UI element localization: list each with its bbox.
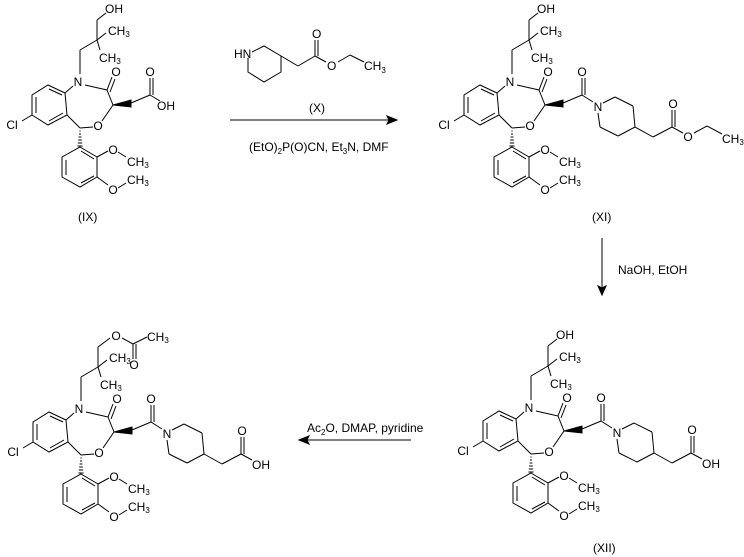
atom-label: Cl	[438, 118, 449, 132]
atom-label: O	[146, 392, 155, 406]
methyl-label: CH3	[722, 132, 744, 147]
atom-label: O	[108, 143, 117, 157]
atom-label: O	[94, 446, 103, 460]
atom-label: CH3	[364, 59, 386, 75]
atom-label: O	[237, 424, 246, 438]
atom-label: O	[540, 183, 549, 197]
atom-label: Cl	[457, 444, 468, 458]
compound-label-xii: (XII)	[593, 541, 616, 555]
atom-label: O	[109, 510, 118, 524]
atom-label: O	[668, 97, 677, 111]
methyl-label: CH3	[578, 481, 600, 496]
atom-label: O	[687, 423, 696, 437]
methyl-label: CH3	[127, 173, 149, 188]
atom-label: O	[683, 130, 692, 144]
methyl-label: CH3	[99, 51, 121, 66]
atom-label: Cl	[7, 445, 18, 459]
atom-label: O	[544, 445, 553, 459]
reaction-2-conditions: NaOH, EtOH	[618, 263, 687, 277]
methyl-label: CH3	[109, 351, 131, 366]
methyl-label: CH3	[559, 350, 581, 365]
methyl-label: CH3	[559, 155, 581, 170]
atom-label: O	[577, 65, 586, 79]
atom-label: N	[506, 75, 515, 89]
methyl-label: CH3	[550, 377, 572, 392]
atom-label: N	[525, 401, 534, 415]
compound-label-ix: (IX)	[78, 210, 97, 224]
atom-label: N	[74, 75, 83, 89]
methyl-label: CH3	[127, 155, 149, 170]
atom-label: O	[111, 329, 120, 343]
atom-label: O	[559, 509, 568, 523]
atom-label: O	[562, 391, 571, 405]
methyl-label: CH3	[540, 24, 562, 39]
methyl-label: CH3	[559, 173, 581, 188]
atom-label: O	[112, 392, 121, 406]
atom-label: HN	[234, 47, 251, 61]
methyl-label: CH3	[578, 499, 600, 514]
atom-label: OH	[252, 458, 270, 472]
methyl-label: CH3	[128, 482, 150, 497]
atom-label: O	[108, 183, 117, 197]
compound-label-xi: (XI)	[592, 210, 611, 224]
atom-label: N	[594, 100, 603, 114]
atom-label: OH	[157, 99, 175, 113]
methyl-label: CH3	[108, 24, 130, 39]
atom-label: N	[163, 427, 172, 441]
atom-label: OH	[702, 457, 720, 471]
compound-label-x: (X)	[309, 101, 325, 115]
atom-label: O	[145, 65, 154, 79]
reaction-arrow-1	[230, 115, 399, 125]
reaction-1-conditions: (EtO)2P(O)CN, Et3N, DMF	[249, 140, 389, 156]
atom-label: O	[559, 469, 568, 483]
methyl-label: CH3	[128, 500, 150, 515]
atom-label: O	[543, 65, 552, 79]
atom-label: OH	[537, 2, 555, 16]
atom-label: N	[613, 426, 622, 440]
reagent-x-structure: HN O O CH3	[234, 27, 386, 83]
atom-label: O	[111, 65, 120, 79]
atom-label: O	[109, 470, 118, 484]
atom-label: Cl	[6, 118, 17, 132]
reaction-arrow-3	[297, 435, 411, 445]
methyl-label: CH3	[147, 330, 169, 345]
reaction-3-conditions: Ac2O, DMAP, pyridine	[307, 421, 424, 437]
methyl-label: CH3	[100, 378, 122, 393]
atom-label: O	[525, 119, 534, 133]
atom-label: O	[312, 27, 321, 41]
atom-label: O	[540, 143, 549, 157]
atom-label: OH	[105, 2, 123, 16]
atom-label: O	[596, 391, 605, 405]
reaction-arrow-2	[596, 238, 608, 297]
atom-label: O	[327, 59, 336, 73]
atom-label: OH	[556, 328, 574, 342]
atom-label: O	[93, 119, 102, 133]
methyl-label: CH3	[531, 51, 553, 66]
atom-label: O	[129, 358, 138, 372]
atom-label: N	[75, 402, 84, 416]
